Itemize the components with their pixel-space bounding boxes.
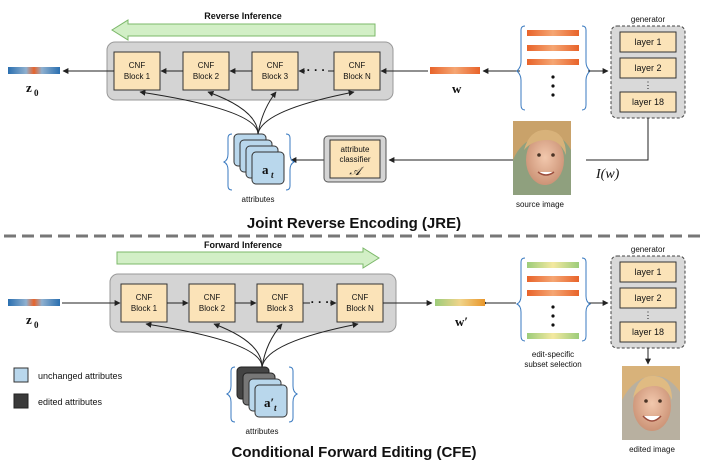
svg-text:Block N: Block N bbox=[346, 304, 374, 313]
svg-text:𝒜: 𝒜 bbox=[349, 164, 364, 178]
cfe-cnf-block-3: CNF Block 3 bbox=[256, 283, 304, 323]
svg-text:layer 18: layer 18 bbox=[632, 327, 664, 337]
svg-text:Block 2: Block 2 bbox=[199, 304, 226, 313]
subset-caption-line2: subset selection bbox=[524, 360, 581, 369]
cfe-attributes-stack: a′ t attributes bbox=[225, 366, 299, 436]
jre-generator: generator layer 1 layer 2 ⋮ layer 18 bbox=[610, 15, 686, 119]
svg-text:⋮: ⋮ bbox=[644, 80, 653, 90]
reverse-inference-label: Reverse Inference bbox=[204, 11, 282, 21]
svg-text:Block 3: Block 3 bbox=[267, 304, 294, 313]
edited-image: edited image bbox=[622, 366, 680, 454]
svg-text:t: t bbox=[274, 403, 277, 413]
svg-text:generator: generator bbox=[631, 15, 666, 24]
svg-text:layer 1: layer 1 bbox=[634, 37, 661, 47]
cfe-ellipsis: · · · bbox=[311, 295, 330, 309]
legend-label-edited: edited attributes bbox=[38, 397, 103, 407]
svg-text:a: a bbox=[262, 162, 269, 177]
svg-text:classifier: classifier bbox=[339, 155, 370, 164]
svg-text:generator: generator bbox=[631, 245, 666, 254]
forward-inference-arrow: Forward Inference bbox=[116, 240, 380, 269]
cfe-title: Conditional Forward Editing (CFE) bbox=[232, 444, 477, 461]
svg-text:w′: w′ bbox=[455, 314, 468, 329]
legend-swatch-unchanged bbox=[13, 367, 29, 383]
iw-label: I(w) bbox=[595, 167, 620, 182]
svg-text:layer 2: layer 2 bbox=[634, 63, 661, 73]
forward-inference-label: Forward Inference bbox=[204, 240, 282, 250]
cfe-z0-latent: z 0 bbox=[8, 299, 60, 330]
subset-caption-line1: edit-specific bbox=[532, 350, 574, 359]
svg-text:layer 1: layer 1 bbox=[634, 267, 661, 277]
svg-text:Block 1: Block 1 bbox=[124, 72, 151, 81]
cfe-cnf-block-n: CNF Block N bbox=[336, 283, 384, 323]
legend: unchanged attributes edited attributes bbox=[13, 367, 123, 409]
svg-text:Block 1: Block 1 bbox=[131, 304, 158, 313]
svg-text:w: w bbox=[452, 81, 462, 96]
svg-text:Block 2: Block 2 bbox=[193, 72, 220, 81]
svg-text:layer 18: layer 18 bbox=[632, 97, 664, 107]
cfe-attribute-arrows bbox=[145, 321, 359, 368]
reverse-inference-arrow: Reverse Inference bbox=[111, 11, 376, 41]
svg-text:⋮: ⋮ bbox=[644, 310, 653, 320]
jre-cnf-block-3: CNF Block 3 bbox=[251, 51, 299, 91]
svg-text:CNF: CNF bbox=[267, 61, 284, 70]
svg-text:CNF: CNF bbox=[136, 293, 153, 302]
cfe-cnf-block-2: CNF Block 2 bbox=[188, 283, 236, 323]
jre-attributes-label: attributes bbox=[242, 195, 275, 204]
cfe-w-prime-latent: w′ bbox=[435, 299, 485, 329]
svg-text:z: z bbox=[26, 312, 32, 327]
svg-text:z: z bbox=[26, 80, 32, 95]
edited-image-caption: edited image bbox=[629, 445, 675, 454]
svg-text:CNF: CNF bbox=[349, 61, 366, 70]
cfe-attributes-label: attributes bbox=[246, 427, 279, 436]
svg-text:CNF: CNF bbox=[204, 293, 221, 302]
svg-text:CNF: CNF bbox=[272, 293, 289, 302]
jre-z0-latent: z 0 bbox=[8, 67, 60, 98]
svg-text:layer 2: layer 2 bbox=[634, 293, 661, 303]
source-image-caption: source image bbox=[516, 200, 565, 209]
svg-text:Block N: Block N bbox=[343, 72, 371, 81]
attribute-classifier: attribute classifier 𝒜 bbox=[323, 135, 387, 183]
svg-text:0: 0 bbox=[34, 320, 39, 330]
cfe-generator: generator layer 1 layer 2 ⋮ layer 18 bbox=[610, 245, 686, 349]
svg-text:attribute: attribute bbox=[341, 145, 370, 154]
jre-w-latent: w bbox=[430, 67, 480, 96]
legend-label-unchanged: unchanged attributes bbox=[38, 371, 123, 381]
svg-text:0: 0 bbox=[34, 88, 39, 98]
jre-attributes-stack: a t attributes bbox=[222, 133, 296, 204]
svg-text:I(w): I(w) bbox=[595, 167, 620, 182]
svg-text:CNF: CNF bbox=[129, 61, 146, 70]
jre-title: Joint Reverse Encoding (JRE) bbox=[247, 215, 461, 232]
jre-cnf-block-1: CNF Block 1 bbox=[113, 51, 161, 91]
svg-text:CNF: CNF bbox=[352, 293, 369, 302]
jre-feedback-arrows bbox=[290, 118, 649, 163]
source-image: source image bbox=[513, 121, 571, 209]
svg-text:a′: a′ bbox=[264, 395, 274, 410]
svg-text:CNF: CNF bbox=[198, 61, 215, 70]
jre-ellipsis: · · · bbox=[307, 63, 326, 77]
legend-swatch-edited bbox=[13, 393, 29, 409]
jre-cnf-block-n: CNF Block N bbox=[333, 51, 381, 91]
jre-w-stack bbox=[516, 25, 591, 111]
jre-cnf-block-2: CNF Block 2 bbox=[182, 51, 230, 91]
svg-text:t: t bbox=[271, 170, 274, 180]
cfe-w-stack: edit-specific subset selection bbox=[515, 257, 592, 369]
svg-text:Block 3: Block 3 bbox=[262, 72, 289, 81]
cfe-cnf-block-1: CNF Block 1 bbox=[120, 283, 168, 323]
jre-attribute-arrows bbox=[139, 89, 355, 135]
